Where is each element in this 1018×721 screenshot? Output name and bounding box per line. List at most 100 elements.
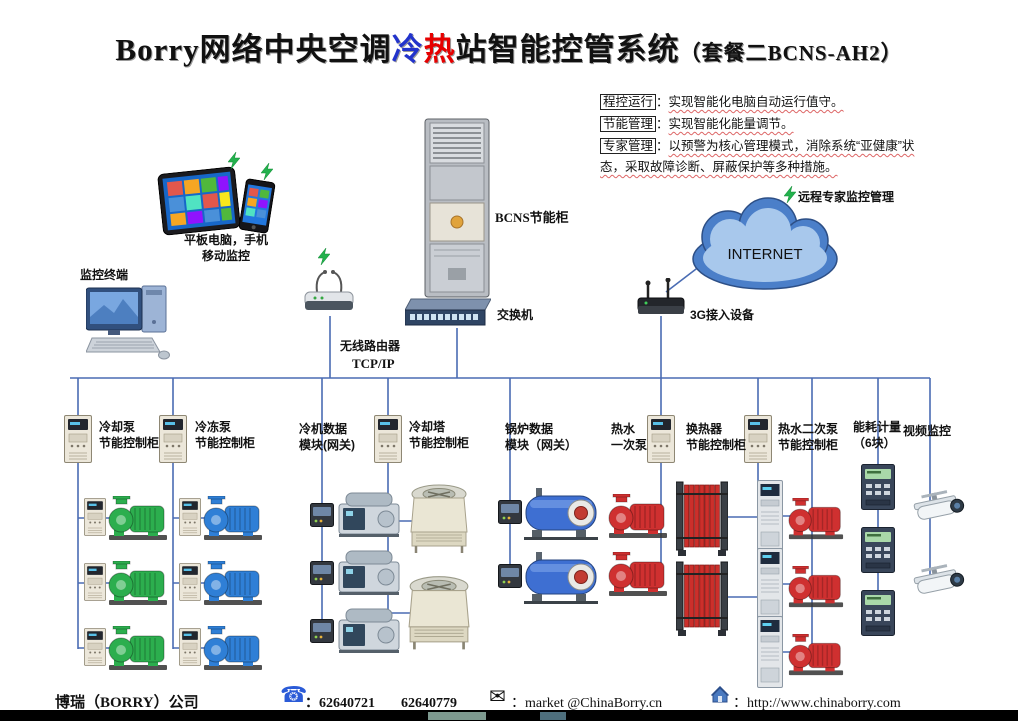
notes-block: 程控运行：实现智能化电脑自动运行值守。 节能管理：实现智能化能量调节。 专家管理…	[600, 92, 918, 179]
website-url: ：http://www.chinaborry.com	[733, 692, 901, 712]
network-switch	[405, 298, 491, 326]
hot-water-secondary-pump	[788, 634, 844, 676]
column-label-video-surveillance: 视频监控	[903, 424, 952, 438]
cctv-camera	[911, 560, 966, 596]
internet-cloud: INTERNET	[692, 197, 838, 290]
internet-label: INTERNET	[728, 246, 803, 263]
pump-local-cabinet	[84, 498, 106, 536]
monitoring-terminal-computer	[86, 285, 170, 360]
chilled-pump-control-cabinet	[159, 415, 187, 463]
hot-water-primary-pump	[608, 552, 668, 597]
terminal-label: 监控终端	[80, 268, 129, 282]
chiller-unit	[338, 492, 400, 538]
gateway-module	[498, 564, 522, 588]
gateway-module	[310, 561, 334, 585]
wireless-signal-icon	[318, 248, 330, 265]
cctv-camera	[911, 486, 966, 522]
title-part1: Borry网络中央空调	[115, 32, 392, 67]
note-colon: ：	[656, 117, 669, 131]
email-address: ：market @ChinaBorry.cn	[511, 692, 662, 712]
pump-control-column-cabinet	[757, 616, 783, 688]
cooling-tower-control-cabinet	[374, 415, 402, 463]
phone-icon: ☎	[280, 682, 308, 707]
bottom-bar-item[interactable]	[428, 712, 486, 720]
note-text: 实现智能化能量调节。	[668, 117, 794, 131]
cooling-tower	[408, 575, 470, 651]
phone-number-1: 62640721	[319, 696, 375, 711]
note-colon: ：	[656, 95, 669, 109]
pump-control-column-cabinet	[757, 480, 783, 552]
phone-device	[238, 178, 276, 234]
boiler	[524, 552, 598, 604]
cooling-pump	[108, 626, 168, 671]
email-icon: ✉	[489, 686, 506, 708]
title-part2: 站智能控管系统	[455, 32, 680, 67]
phone-number-2: 62640779	[401, 696, 457, 711]
chilled-water-pump	[203, 496, 263, 541]
column-label-boiler-module: 锅炉数据 模块（网关）	[505, 422, 578, 452]
note-label: 节能管理	[600, 116, 657, 132]
gateway-module	[310, 503, 334, 527]
page-title: Borry网络中央空调冷热站智能控管系统（套餐二BCNS-AH2）	[0, 24, 1018, 69]
column-label-chilled-pump: 冷冻泵 节能控制柜	[195, 420, 256, 450]
boiler	[524, 488, 598, 540]
plate-heat-exchanger	[676, 561, 728, 636]
pump-local-cabinet	[179, 498, 201, 536]
wireless-signal-icon	[228, 152, 240, 169]
bottom-bar	[0, 710, 1018, 721]
mobile-label-line1: 平板电脑，手机	[183, 233, 268, 247]
bottom-bar-item[interactable]	[540, 712, 566, 720]
pump-control-column-cabinet	[757, 548, 783, 620]
cooling-pump	[108, 496, 168, 541]
phone-colon: ：	[305, 696, 319, 711]
pump-local-cabinet	[179, 628, 201, 666]
website-colon: ：	[733, 696, 747, 711]
wireless-router	[304, 270, 354, 310]
phone-numbers: ：62640721 62640779	[305, 692, 457, 712]
mobile-label-line2: 移动监控	[201, 249, 250, 263]
note-text: 以预警为核心管理模式，消除系统“亚健康”状态，采取故障诊断、屏蔽保护等多种措施。	[600, 139, 915, 174]
note-expert-management: 专家管理：以预警为核心管理模式，消除系统“亚健康”状态，采取故障诊断、屏蔽保护等…	[600, 136, 918, 178]
wireless-signal-icon	[261, 163, 273, 180]
hot-water-secondary-pump	[788, 566, 844, 608]
hot-water-secondary-pump	[788, 498, 844, 540]
tablet-device	[157, 166, 241, 236]
note-colon: ：	[656, 139, 669, 153]
pump-local-cabinet	[84, 628, 106, 666]
wireless-signal-icon	[784, 186, 796, 203]
rack-label: BCNS节能柜	[495, 210, 569, 225]
protocol-label: TCP/IP	[352, 356, 395, 371]
note-label: 程控运行	[600, 94, 657, 110]
energy-meter	[861, 590, 895, 636]
email-colon: ：	[511, 696, 525, 711]
remote-expert-label: 远程专家监控管理	[798, 190, 895, 204]
note-text: 实现智能化电脑自动运行值守。	[668, 95, 844, 109]
cooling-pump-control-cabinet	[64, 415, 92, 463]
home-icon	[711, 686, 729, 703]
energy-meter	[861, 527, 895, 573]
column-label-chiller-module: 冷机数据 模块(网关)	[299, 422, 355, 452]
bcns-server-rack	[424, 118, 490, 298]
switch-label: 交换机	[497, 308, 534, 322]
router-label: 无线路由器	[340, 339, 401, 353]
title-package: （套餐二BCNS-AH2）	[679, 41, 903, 65]
column-label-heat-exchanger: 换热器 节能控制柜	[686, 422, 747, 452]
column-label-hw-primary-pump: 热水 一次泵	[611, 422, 648, 452]
email-value: market @ChinaBorry.cn	[525, 696, 663, 711]
chilled-water-pump	[203, 561, 263, 606]
energy-meter	[861, 464, 895, 510]
gateway-module	[498, 500, 522, 524]
column-label-hw-secondary-pump: 热水二次泵 节能控制柜	[778, 422, 839, 452]
pump-local-cabinet	[84, 563, 106, 601]
title-cold-char: 冷	[391, 32, 424, 67]
title-hot-char: 热	[423, 32, 456, 67]
3g-access-device	[637, 278, 685, 314]
note-program-control: 程控运行：实现智能化电脑自动运行值守。	[600, 92, 918, 113]
pump-local-cabinet	[179, 563, 201, 601]
heat-exchanger-control-cabinet	[744, 415, 772, 463]
hw-primary-pump-cabinet	[647, 415, 675, 463]
gateway-module	[310, 619, 334, 643]
hot-water-primary-pump	[608, 494, 668, 539]
note-energy-management: 节能管理：实现智能化能量调节。	[600, 114, 918, 135]
